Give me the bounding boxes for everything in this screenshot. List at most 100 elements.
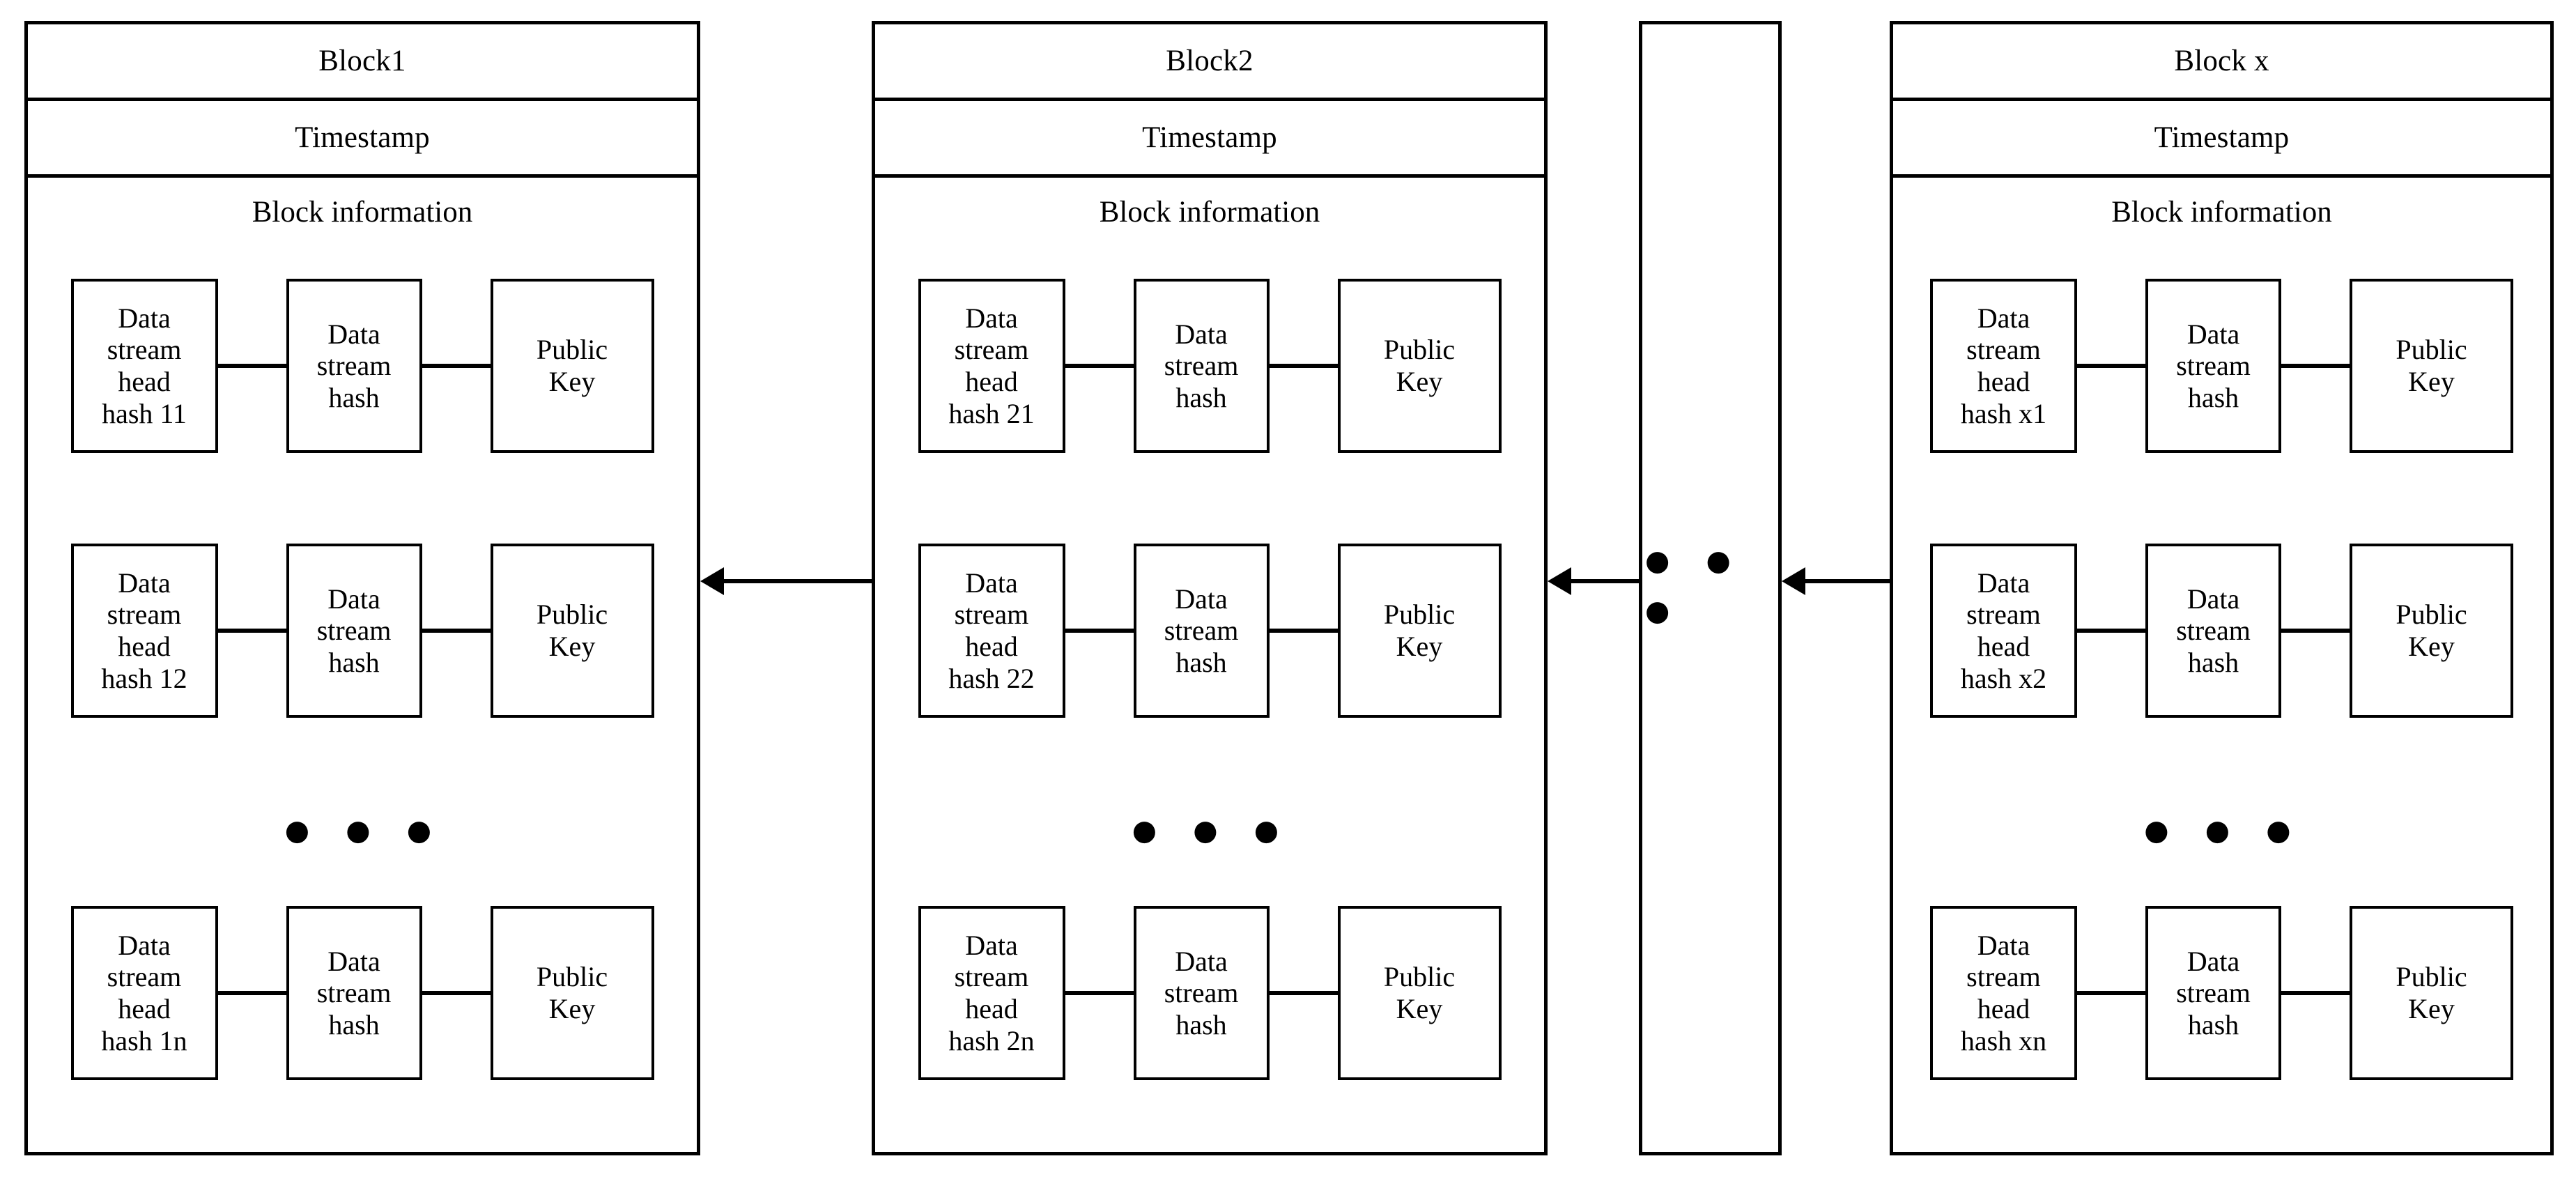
- block-block1[interactable]: Block1 Timestamp Block information Data …: [24, 21, 700, 1155]
- block-blockx[interactable]: Block x Timestamp Block information Data…: [1890, 21, 2554, 1155]
- block1-title: Block1: [318, 45, 406, 77]
- block1-info-label: Block information: [252, 196, 473, 229]
- blockx-row-ellipsis-icon: ● ● ●: [2141, 802, 2302, 858]
- block1-row3-connector-1: [217, 991, 286, 995]
- blockx-row2-connector-2: [2281, 629, 2350, 633]
- arrow-blockx-to-skip: [1782, 567, 1890, 595]
- block1-row1-connector-1: [217, 364, 286, 368]
- blockx-tx-row-2[interactable]: Data stream head hash x2 Data stream has…: [1893, 544, 2550, 718]
- block1-row3-head-text: Data stream head hash 1n: [101, 929, 187, 1056]
- block2-row3-key-text: Public Key: [1383, 961, 1456, 1024]
- block-block2[interactable]: Block2 Timestamp Block information Data …: [872, 21, 1548, 1155]
- block2-row2-hash-text: Data stream hash: [1164, 583, 1239, 678]
- block1-tx-row-2[interactable]: Data stream head hash 12 Data stream has…: [28, 544, 697, 718]
- block1-row3-hash-text: Data stream hash: [316, 945, 392, 1040]
- blockx-row1-key-text: Public Key: [2396, 334, 2467, 397]
- block1-row-ellipsis-icon: ● ● ●: [281, 802, 443, 858]
- block1-row2-connector-2: [422, 629, 491, 633]
- blockx-info-area: Block information Data stream head hash …: [1893, 178, 2550, 1152]
- block1-row1-head-text: Data stream head hash 11: [102, 302, 187, 429]
- block1-row2-head-text: Data stream head hash 12: [101, 567, 187, 694]
- blockx-tx-row-1[interactable]: Data stream head hash x1 Data stream has…: [1893, 279, 2550, 453]
- block2-title-cell: Block2: [875, 24, 1544, 101]
- blockx-row1-key-cell[interactable]: Public Key: [2350, 279, 2513, 453]
- blockx-row3-hash-text: Data stream hash: [2176, 945, 2251, 1040]
- block2-row1-head-cell[interactable]: Data stream head hash 21: [918, 279, 1065, 453]
- block1-timestamp-cell: Timestamp: [28, 101, 697, 178]
- arrow-shaft: [720, 579, 873, 583]
- blockx-timestamp: Timestamp: [2154, 121, 2290, 154]
- skipped-blocks-column: ● ● ●: [1639, 21, 1782, 1155]
- block2-row3-head-cell[interactable]: Data stream head hash 2n: [918, 906, 1065, 1080]
- block1-row1-hash-cell[interactable]: Data stream hash: [286, 279, 422, 453]
- blockx-row3-hash-cell[interactable]: Data stream hash: [2145, 906, 2281, 1080]
- block2-tx-row-1[interactable]: Data stream head hash 21 Data stream has…: [875, 279, 1544, 453]
- block2-row3-connector-1: [1065, 991, 1134, 995]
- blockx-row1-head-cell[interactable]: Data stream head hash x1: [1930, 279, 2077, 453]
- blockx-row1-hash-text: Data stream hash: [2176, 318, 2251, 413]
- block2-row1-connector-2: [1269, 364, 1338, 368]
- block1-row2-key-cell[interactable]: Public Key: [490, 544, 654, 718]
- block2-row2-key-text: Public Key: [1383, 599, 1456, 662]
- block2-row2-connector-1: [1065, 629, 1134, 633]
- block1-row1-hash-text: Data stream hash: [316, 318, 392, 413]
- blockx-row2-key-cell[interactable]: Public Key: [2350, 544, 2513, 718]
- blockx-timestamp-cell: Timestamp: [1893, 101, 2550, 178]
- blockx-row2-hash-text: Data stream hash: [2176, 583, 2251, 678]
- blockx-info-label: Block information: [2111, 196, 2332, 229]
- arrow-shaft: [1567, 579, 1640, 583]
- block2-title: Block2: [1166, 45, 1254, 77]
- block2-tx-row-2[interactable]: Data stream head hash 22 Data stream has…: [875, 544, 1544, 718]
- block1-row2-hash-text: Data stream hash: [316, 583, 392, 678]
- block2-row2-connector-2: [1269, 629, 1338, 633]
- blockx-row1-hash-cell[interactable]: Data stream hash: [2145, 279, 2281, 453]
- blockx-title-cell: Block x: [1893, 24, 2550, 101]
- block2-row1-head-text: Data stream head hash 21: [948, 302, 1035, 429]
- block1-title-cell: Block1: [28, 24, 697, 101]
- block1-tx-row-3[interactable]: Data stream head hash 1n Data stream has…: [28, 906, 697, 1080]
- blockx-row1-head-text: Data stream head hash x1: [1960, 302, 2047, 429]
- block1-row3-head-cell[interactable]: Data stream head hash 1n: [70, 906, 218, 1080]
- block2-row3-hash-cell[interactable]: Data stream hash: [1133, 906, 1270, 1080]
- block1-row2-hash-cell[interactable]: Data stream hash: [286, 544, 422, 718]
- block1-row1-head-cell[interactable]: Data stream head hash 11: [70, 279, 218, 453]
- block1-row1-key-text: Public Key: [536, 334, 608, 397]
- block2-timestamp-cell: Timestamp: [875, 101, 1544, 178]
- blockx-row2-connector-1: [2077, 629, 2145, 633]
- block1-row3-connector-2: [422, 991, 491, 995]
- block2-row1-key-cell[interactable]: Public Key: [1337, 279, 1502, 453]
- block2-row1-key-text: Public Key: [1383, 334, 1456, 397]
- block2-row1-hash-cell[interactable]: Data stream hash: [1133, 279, 1270, 453]
- blockx-row3-key-cell[interactable]: Public Key: [2350, 906, 2513, 1080]
- block1-row3-hash-cell[interactable]: Data stream hash: [286, 906, 422, 1080]
- block2-row3-connector-2: [1269, 991, 1338, 995]
- block1-tx-row-1[interactable]: Data stream head hash 11 Data stream has…: [28, 279, 697, 453]
- block1-row2-head-cell[interactable]: Data stream head hash 12: [70, 544, 218, 718]
- blockx-row2-hash-cell[interactable]: Data stream hash: [2145, 544, 2281, 718]
- blockx-row3-head-cell[interactable]: Data stream head hash xn: [1930, 906, 2077, 1080]
- block2-row3-key-cell[interactable]: Public Key: [1337, 906, 1502, 1080]
- block2-info-label: Block information: [1099, 196, 1320, 229]
- block1-row3-key-text: Public Key: [536, 961, 608, 1024]
- block2-row2-hash-cell[interactable]: Data stream hash: [1133, 544, 1270, 718]
- block2-row3-hash-text: Data stream hash: [1164, 945, 1239, 1040]
- block2-row3-head-text: Data stream head hash 2n: [948, 929, 1035, 1056]
- block2-row2-head-cell[interactable]: Data stream head hash 22: [918, 544, 1065, 718]
- arrow-block2-to-block1: [700, 567, 873, 595]
- blockx-title: Block x: [2174, 45, 2269, 77]
- blockx-row1-connector-1: [2077, 364, 2145, 368]
- blockx-row3-key-text: Public Key: [2396, 961, 2467, 1024]
- blockx-row3-head-text: Data stream head hash xn: [1960, 929, 2047, 1056]
- block2-tx-row-3[interactable]: Data stream head hash 2n Data stream has…: [875, 906, 1544, 1080]
- blockx-row1-connector-2: [2281, 364, 2350, 368]
- blockx-row3-connector-2: [2281, 991, 2350, 995]
- block1-info-area: Block information Data stream head hash …: [28, 178, 697, 1152]
- block2-row2-key-cell[interactable]: Public Key: [1337, 544, 1502, 718]
- blockx-tx-row-3[interactable]: Data stream head hash xn Data stream has…: [1893, 906, 2550, 1080]
- blockx-row2-head-cell[interactable]: Data stream head hash x2: [1930, 544, 2077, 718]
- block1-row1-key-cell[interactable]: Public Key: [490, 279, 654, 453]
- block1-row1-connector-2: [422, 364, 491, 368]
- block1-row3-key-cell[interactable]: Public Key: [490, 906, 654, 1080]
- block1-row2-key-text: Public Key: [536, 599, 608, 662]
